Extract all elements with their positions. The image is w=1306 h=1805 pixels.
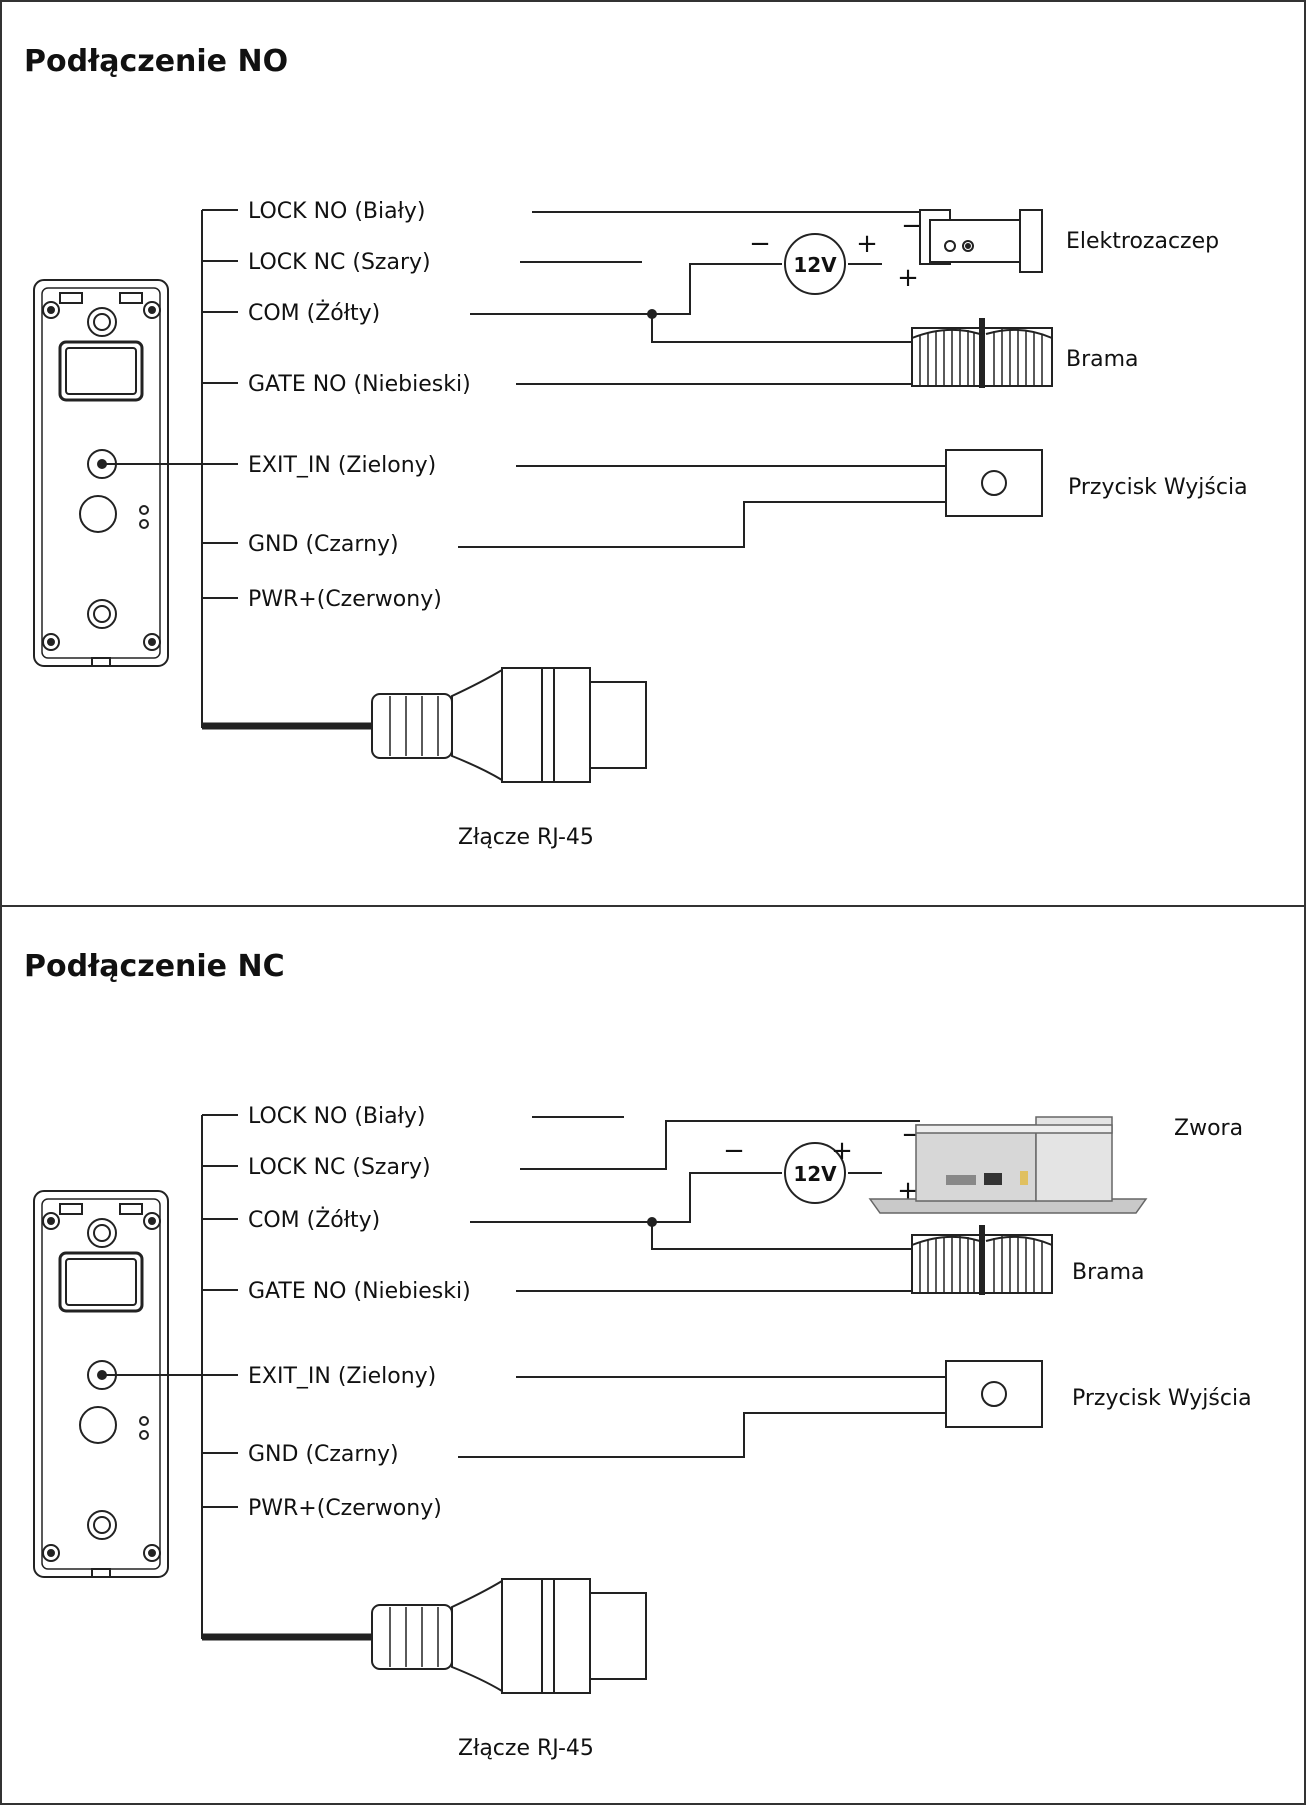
- wire-label-exit-in: EXIT_IN (Zielony): [248, 453, 436, 478]
- power-supply-symbol: 12V − + − +: [723, 1120, 923, 1206]
- connection-wires: [458, 1116, 946, 1458]
- electric-strike-icon: [919, 209, 1043, 273]
- gate-label: Brama: [1072, 1260, 1145, 1285]
- reader-device: [33, 279, 169, 667]
- exit-button-label: Przycisk Wyjścia: [1072, 1386, 1252, 1411]
- rj45-connector-icon: [371, 1578, 647, 1694]
- wire-label-gnd: GND (Czarny): [248, 1442, 399, 1467]
- junction-dot: [647, 1217, 657, 1227]
- svg-text:+: +: [897, 263, 919, 293]
- no-wiring-schematic: LOCK NO (Biały) LOCK NC (Szary) COM (Żół…: [33, 199, 1248, 850]
- wire-label-gnd: GND (Czarny): [248, 532, 399, 557]
- wire-label-gate-no: GATE NO (Niebieski): [248, 372, 471, 397]
- magnetic-lock-icon: [868, 1116, 1148, 1214]
- svg-text:+: +: [831, 1136, 853, 1166]
- svg-text:+: +: [856, 229, 878, 259]
- exit-button-icon: [945, 449, 1043, 517]
- nc-wiring-schematic: LOCK NO (Biały) LOCK NC (Szary) COM (Żół…: [33, 1104, 1252, 1761]
- svg-text:−: −: [749, 229, 771, 259]
- wire-label-lock-no: LOCK NO (Biały): [248, 1104, 425, 1129]
- wire-label-lock-nc: LOCK NC (Szary): [248, 250, 431, 275]
- exit-button-label: Przycisk Wyjścia: [1068, 475, 1248, 500]
- wire-trunk: [102, 209, 374, 730]
- wire-label-exit-in: EXIT_IN (Zielony): [248, 1364, 436, 1389]
- gate-icon: [911, 318, 1053, 388]
- junction-dot: [647, 309, 657, 319]
- panel-title: Podłączenie NC: [24, 949, 285, 984]
- wire-label-pwr: PWR+(Czerwony): [248, 587, 442, 612]
- panel-nc-connection: Podłączenie NC: [0, 905, 1306, 1805]
- rj45-connector-icon: [371, 667, 647, 783]
- wire-label-lock-nc: LOCK NC (Szary): [248, 1155, 431, 1180]
- svg-text:−: −: [901, 211, 923, 241]
- wire-trunk: [102, 1114, 374, 1641]
- panel-title: Podłączenie NO: [24, 44, 289, 79]
- exit-button-icon: [945, 1360, 1043, 1428]
- power-supply-symbol: 12V − + − +: [749, 211, 923, 295]
- lock-label: Zwora: [1174, 1116, 1243, 1141]
- wire-label-com: COM (Żółty): [248, 1207, 380, 1233]
- lock-label: Elektrozaczep: [1066, 229, 1219, 254]
- connector-label: Złącze RJ-45: [458, 825, 594, 850]
- svg-text:12V: 12V: [793, 1162, 837, 1186]
- svg-text:12V: 12V: [793, 253, 837, 277]
- gate-icon: [911, 1225, 1053, 1295]
- connection-wires: [458, 211, 946, 548]
- reader-device: [33, 1190, 169, 1578]
- connector-label: Złącze RJ-45: [458, 1736, 594, 1761]
- wire-label-gate-no: GATE NO (Niebieski): [248, 1279, 471, 1304]
- gate-label: Brama: [1066, 347, 1139, 372]
- panel-no-connection: Podłączenie NO: [0, 0, 1306, 907]
- wire-label-lock-no: LOCK NO (Biały): [248, 199, 425, 224]
- svg-text:−: −: [723, 1136, 745, 1166]
- wire-label-com: COM (Żółty): [248, 300, 380, 326]
- wire-label-pwr: PWR+(Czerwony): [248, 1496, 442, 1521]
